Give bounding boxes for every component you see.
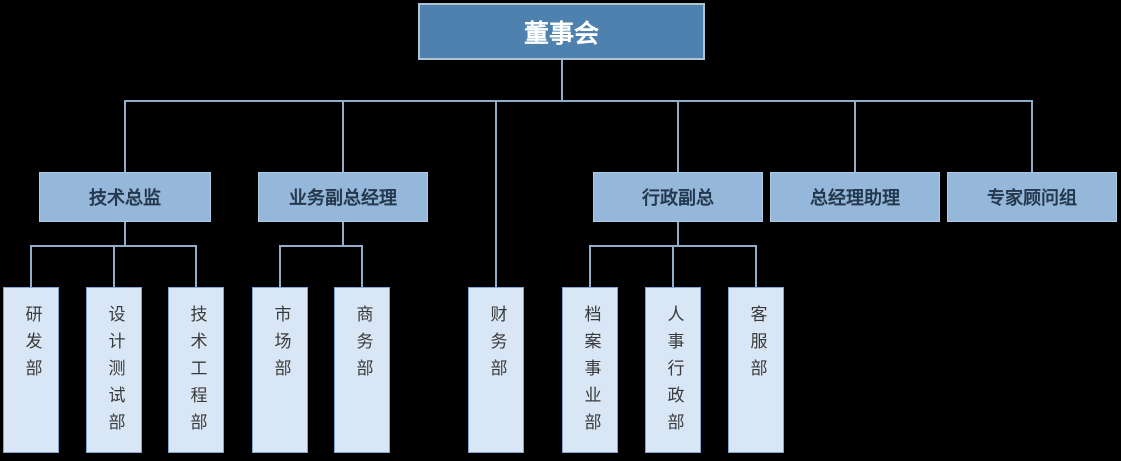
node-label: 市场部: [270, 305, 291, 386]
stem-line-admin-deputy: [677, 222, 679, 246]
node-gm-assistant: 总经理助理: [770, 172, 940, 222]
node-label: 档案事业部: [580, 305, 601, 440]
node-label: 客服部: [746, 305, 767, 386]
stem-line-tech-director: [124, 222, 126, 246]
drop-line-hr-admin-dept: [672, 245, 674, 287]
drop-line-design-test-dept: [113, 245, 115, 287]
drop-line-archives-dept: [589, 245, 591, 287]
drop-line-marketing-dept: [279, 245, 281, 287]
node-design-test-dept: 设计测试部: [86, 287, 142, 453]
main-bus-line: [124, 100, 1033, 102]
node-label: 技术工程部: [186, 305, 207, 440]
node-label: 董事会: [523, 18, 599, 48]
drop-line-customer-service-dept: [755, 245, 757, 287]
node-marketing-dept: 市场部: [252, 287, 308, 453]
drop-line-business-deputy: [342, 100, 344, 172]
node-tech-director: 技术总监: [39, 172, 211, 222]
node-business-deputy-gm: 业务副总经理: [258, 172, 428, 222]
node-label: 人事行政部: [663, 305, 684, 440]
drop-line-tech-director: [124, 100, 126, 172]
node-label: 研发部: [21, 305, 42, 386]
node-label: 商务部: [352, 305, 373, 386]
stem-line-business-deputy: [342, 222, 344, 246]
node-label: 专家顾问组: [987, 188, 1077, 209]
drop-line-commerce-dept: [361, 245, 363, 287]
drop-line-rd-dept: [30, 245, 32, 287]
node-label: 行政副总: [642, 188, 714, 209]
node-label: 业务副总经理: [289, 188, 397, 209]
node-archives-dept: 档案事业部: [562, 287, 618, 453]
node-label: 总经理助理: [810, 188, 900, 209]
node-admin-deputy-gm: 行政副总: [593, 172, 763, 222]
trunk-line: [561, 60, 563, 101]
drop-line-tech-eng-dept: [195, 245, 197, 287]
drop-line-gm-assistant: [854, 100, 856, 172]
node-board-of-directors: 董事会: [418, 3, 705, 60]
drop-line-admin-deputy: [677, 100, 679, 172]
node-finance-dept: 财务部: [468, 287, 524, 453]
node-expert-advisory-group: 专家顾问组: [947, 172, 1117, 222]
node-rd-dept: 研发部: [3, 287, 59, 453]
node-label: 财务部: [486, 305, 507, 386]
node-tech-eng-dept: 技术工程部: [168, 287, 224, 453]
node-commerce-dept: 商务部: [334, 287, 390, 453]
node-hr-admin-dept: 人事行政部: [645, 287, 701, 453]
drop-line-expert-group: [1031, 100, 1033, 172]
drop-line-finance-dept: [495, 100, 497, 287]
sub-bus-business-deputy: [279, 245, 363, 247]
node-customer-service-dept: 客服部: [728, 287, 784, 453]
node-label: 设计测试部: [104, 305, 125, 440]
node-label: 技术总监: [89, 188, 161, 209]
